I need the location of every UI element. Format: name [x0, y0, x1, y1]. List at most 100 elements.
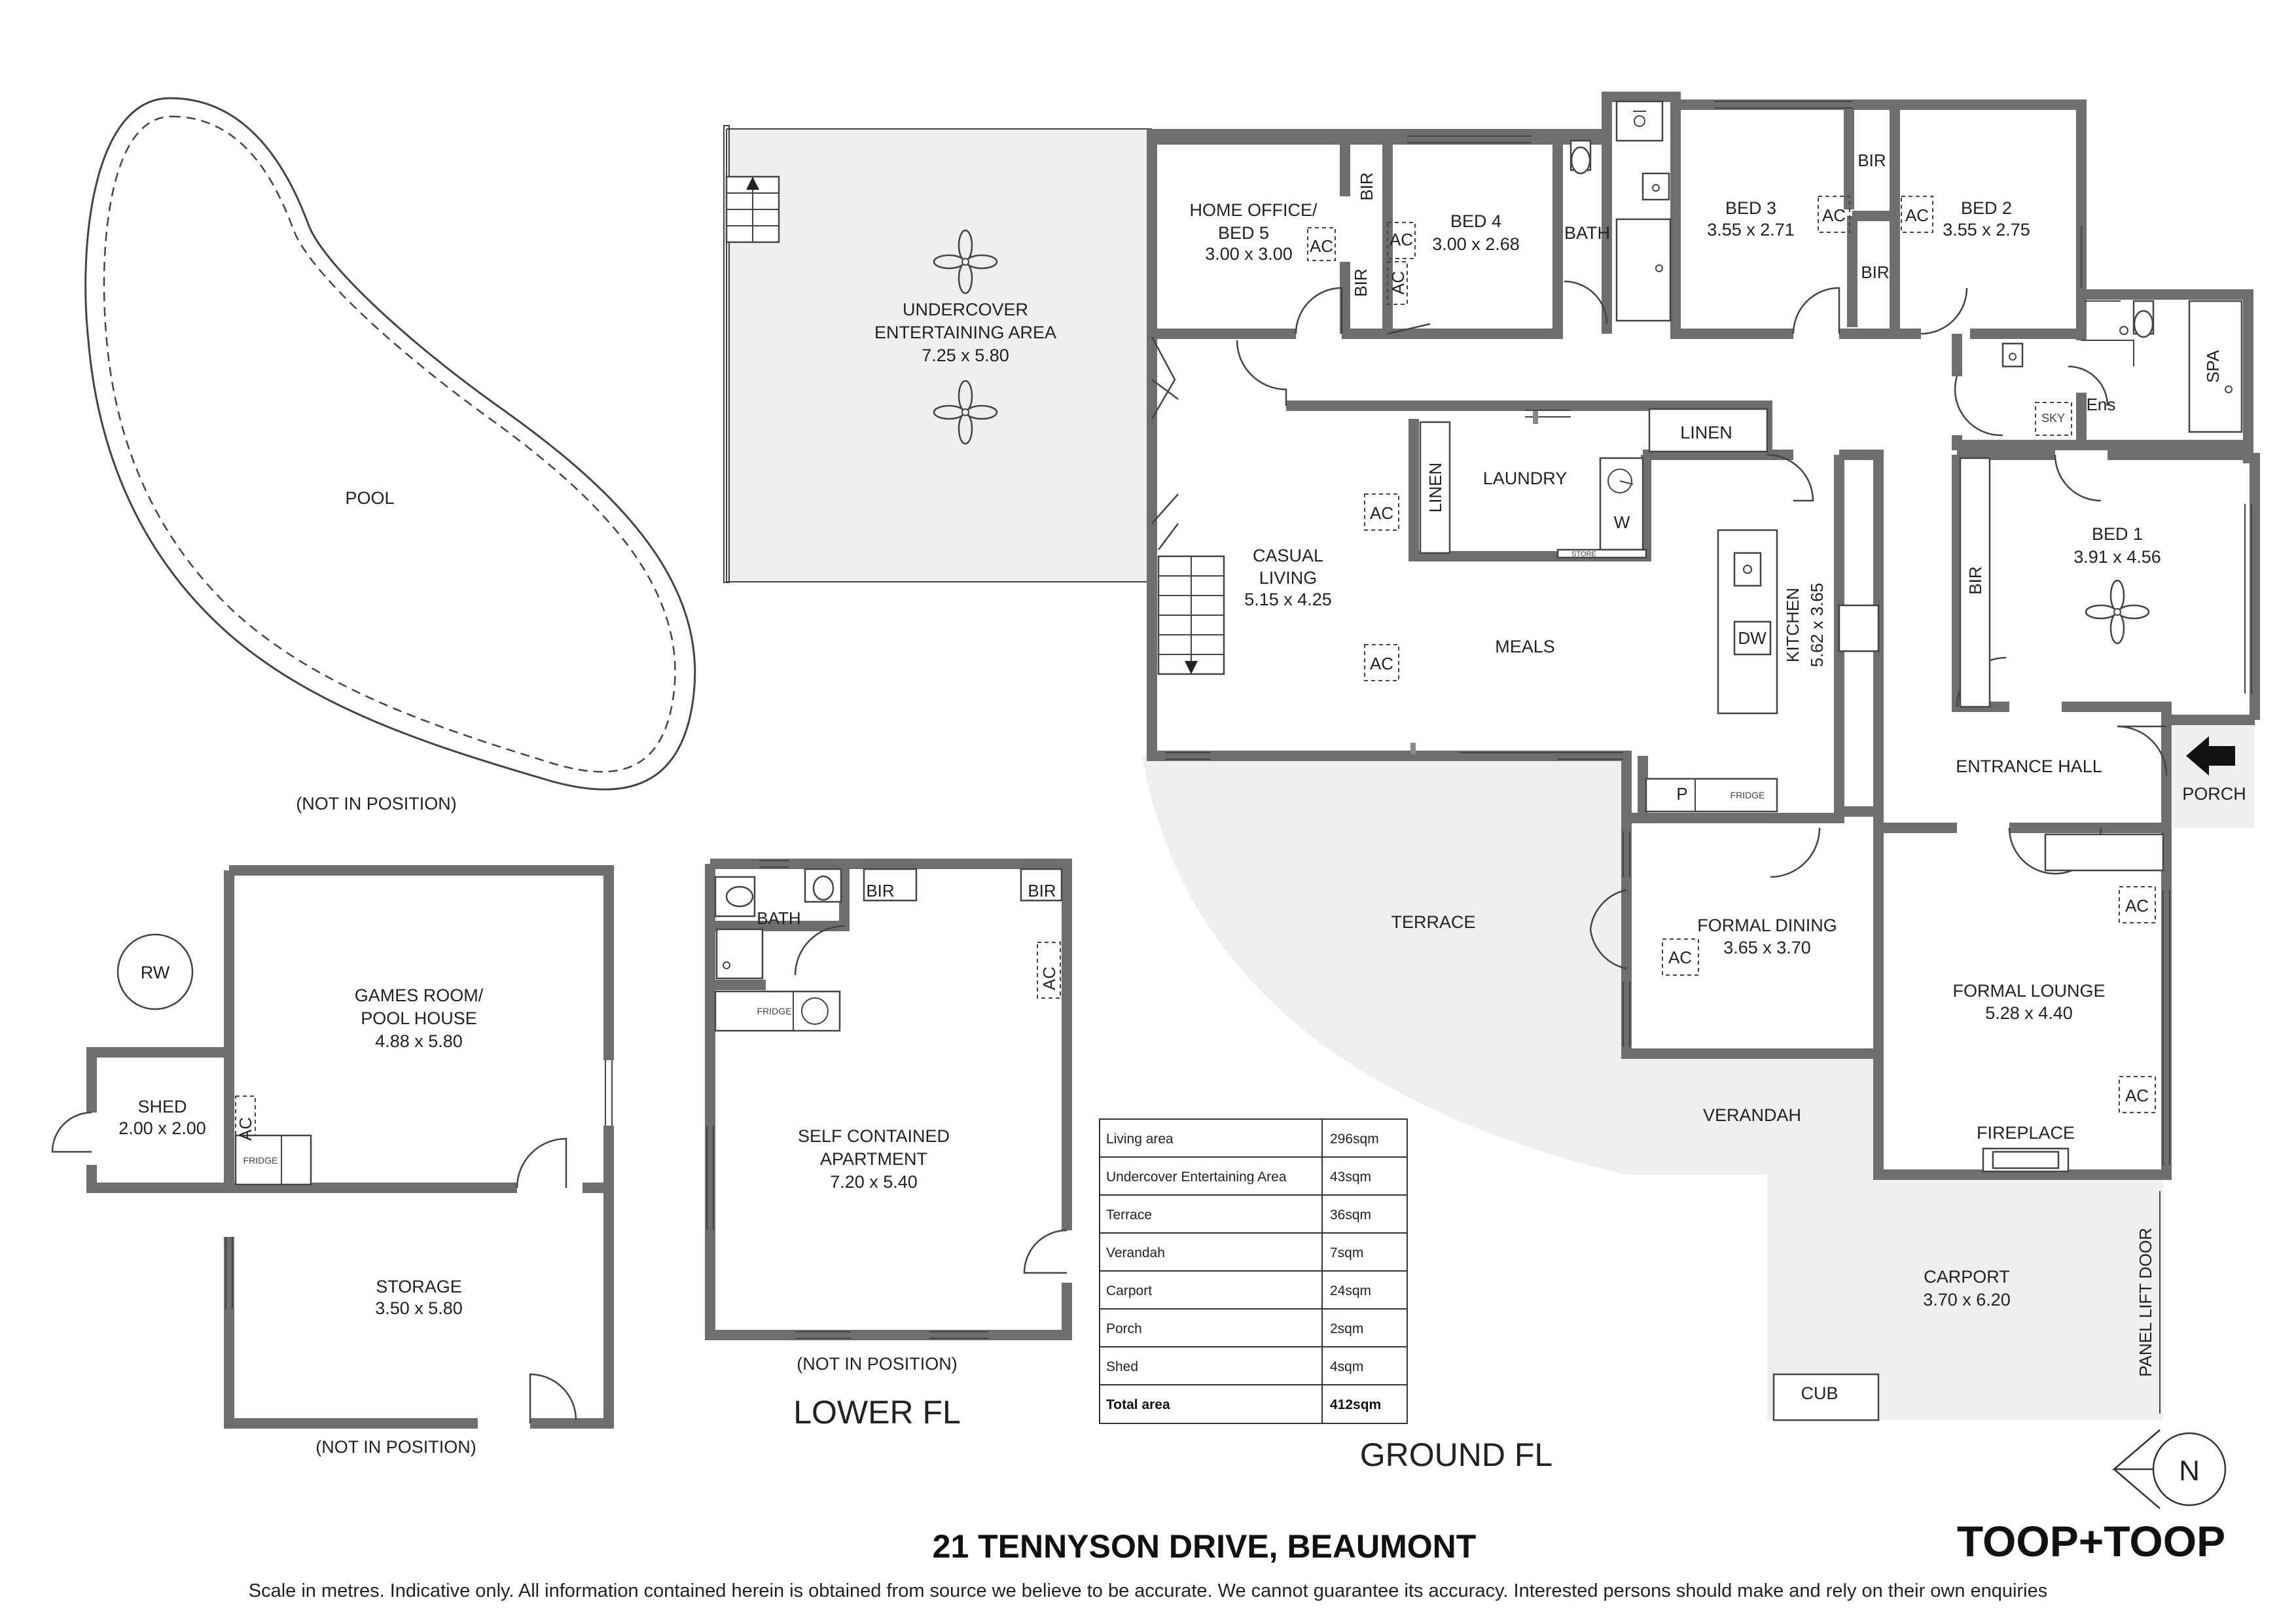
area-table-value: 43sqm [1330, 1169, 1371, 1185]
casual-label-1: CASUAL [1253, 546, 1323, 565]
kitchen-size: 5.62 x 3.65 [1807, 583, 1827, 668]
lower-floor-label: LOWER FL [793, 1394, 961, 1431]
area-table-value: 296sqm [1330, 1132, 1379, 1147]
sky-label: SKY [2041, 412, 2065, 425]
bed4-ac: AC [1390, 230, 1413, 249]
disclaimer-text: Scale in metres. Indicative only. All in… [249, 1580, 2047, 1601]
area-table-label: Carport [1106, 1283, 1152, 1298]
area-table-label: Terrace [1106, 1207, 1152, 1222]
shed-size: 2.00 x 2.00 [118, 1118, 206, 1138]
fridge-label: FRIDGE [1731, 790, 1765, 800]
bed4-label: BED 4 [1450, 211, 1501, 231]
games-label-1: GAMES ROOM/ [355, 986, 484, 1005]
bed1-size: 3.91 x 4.56 [2073, 547, 2161, 567]
formal-lounge-ac-1: AC [2125, 896, 2149, 916]
bed1-label: BED 1 [2092, 524, 2143, 544]
verandah-label: VERANDAH [1703, 1105, 1801, 1125]
pool-outline [84, 97, 696, 791]
rw-label: RW [141, 963, 170, 982]
toop-toop-logo: TOOP+TOOP [1957, 1517, 2225, 1565]
apt-label-2: APARTMENT [820, 1149, 927, 1169]
casual-ac-2: AC [1370, 654, 1393, 673]
area-table-label: Total area [1106, 1397, 1170, 1412]
area-table-label: Shed [1106, 1359, 1138, 1374]
outbuilding-walls [51, 865, 614, 1429]
area-table-value: 24sqm [1330, 1283, 1371, 1298]
area-table-label: Living area [1106, 1132, 1174, 1147]
washer-label: W [1614, 512, 1630, 532]
bir-bed2: BIR [1861, 262, 1889, 282]
apt-label-1: SELF CONTAINED [798, 1126, 950, 1146]
storage-label: STORAGE [376, 1277, 462, 1296]
area-table-value: 4sqm [1330, 1359, 1363, 1374]
north-arrow-icon: N [2111, 1429, 2227, 1509]
casual-ac-1: AC [1370, 503, 1393, 523]
undercover-size: 7.25 x 5.80 [922, 346, 1009, 365]
bifold-door-lower [1151, 493, 1179, 550]
formal-lounge-label: FORMAL LOUNGE [1952, 981, 2105, 1001]
home-office-label-2: BED 5 [1218, 223, 1269, 243]
apt-bir-2: BIR [1028, 881, 1056, 901]
bed2-size: 3.55 x 2.75 [1943, 220, 2030, 240]
area-table-label: Undercover Entertaining Area [1106, 1169, 1287, 1185]
lower-floor-walls [705, 859, 1072, 1340]
windows [1165, 101, 2252, 1165]
bed4-ac-vert: AC [1388, 271, 1408, 294]
apt-size: 7.20 x 5.40 [830, 1172, 918, 1192]
meals-label: MEALS [1495, 637, 1555, 656]
shed-label: SHED [137, 1097, 187, 1116]
entrance-hall-label: ENTRANCE HALL [1956, 757, 2102, 776]
pool-note: (NOT IN POSITION) [296, 794, 457, 813]
casual-label-2: LIVING [1259, 568, 1318, 588]
outbuilding-note: (NOT IN POSITION) [315, 1437, 476, 1457]
ground-floor-label: GROUND FL [1360, 1436, 1552, 1473]
ac-unit-icon [1307, 196, 2156, 1113]
bir-bed1: BIR [1965, 566, 1985, 594]
apt-fridge: FRIDGE [757, 1006, 792, 1016]
area-table-label: Porch [1106, 1321, 1142, 1336]
formal-dining-ac: AC [1668, 948, 1692, 967]
formal-dining-label: FORMAL DINING [1697, 916, 1837, 935]
spa-label: SPA [2203, 349, 2223, 383]
terrace-label: TERRACE [1391, 912, 1475, 932]
bath-label: BATH [1564, 223, 1610, 243]
games-label-2: POOL HOUSE [361, 1008, 477, 1028]
ceiling-fan-icon [933, 229, 2150, 645]
bir-office: BIR [1357, 172, 1376, 200]
dw-label: DW [1738, 628, 1767, 648]
home-office-label-1: HOME OFFICE/ [1190, 200, 1318, 220]
undercover-label-1: UNDERCOVER [903, 300, 1028, 319]
area-table-value: 7sqm [1330, 1245, 1363, 1260]
terrace-fill [1142, 756, 1626, 1175]
formal-lounge-size: 5.28 x 4.40 [1985, 1003, 2073, 1023]
bed2-ac: AC [1905, 205, 1929, 225]
fireplace-label: FIREPLACE [1977, 1123, 2075, 1143]
undercover-area-fill [726, 129, 1152, 582]
entry-arrow-icon [2186, 736, 2235, 776]
apt-bir-1: BIR [866, 881, 894, 901]
games-fridge: FRIDGE [243, 1155, 278, 1166]
north-letter: N [2179, 1455, 2200, 1487]
home-office-ac: AC [1310, 236, 1333, 256]
pantry-label: P [1676, 784, 1687, 804]
apt-bath-label: BATH [757, 908, 800, 928]
games-ac: AC [236, 1117, 255, 1141]
apt-note: (NOT IN POSITION) [797, 1354, 958, 1374]
area-table-value: 2sqm [1330, 1321, 1363, 1336]
area-table-label: Verandah [1106, 1245, 1165, 1260]
laundry-label: LAUNDRY [1483, 469, 1568, 488]
bir-bed3: BIR [1857, 151, 1886, 170]
bifold-door-top [1151, 336, 1179, 419]
linen-hall: LINEN [1680, 423, 1732, 442]
cub-label: CUB [1801, 1383, 1838, 1403]
verandah-fill [1626, 1054, 1878, 1175]
rainwater-tank-icon [117, 933, 194, 1010]
store-label: STORE [1571, 550, 1596, 558]
pool-label: POOL [345, 488, 394, 508]
area-table-value: 36sqm [1330, 1207, 1371, 1222]
bed4-size: 3.00 x 2.68 [1432, 234, 1520, 254]
bed3-size: 3.55 x 2.71 [1707, 220, 1795, 240]
linen-laundry: LINEN [1426, 463, 1445, 513]
